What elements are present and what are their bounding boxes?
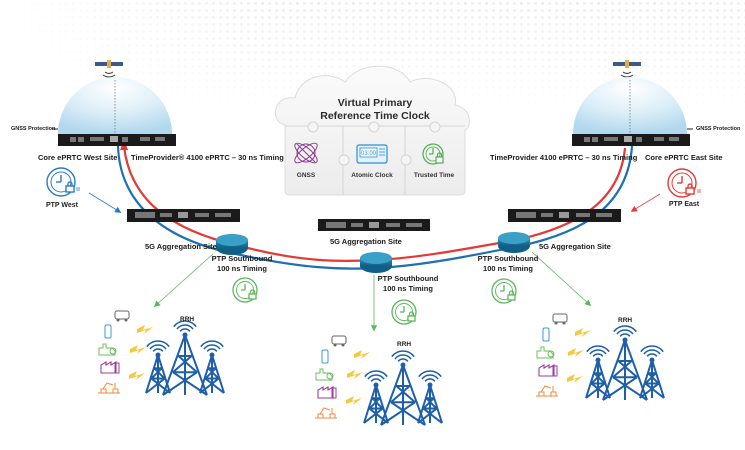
router-disc-center [360,252,392,273]
lightning-bolt-icon [354,350,370,359]
industrial-plant-icon [100,361,120,374]
ptp-east-arrow [630,193,661,212]
endpoint-icons-center [315,335,347,419]
ptp-west-arrow [88,192,122,213]
vprtc-cloud [274,65,470,196]
piece-label-trusted-time: Trusted Time [413,172,455,179]
east-device-label: TimeProvider 4100 ePRTC – 30 ns Timing [490,153,638,162]
green-arrow-east [531,251,592,307]
lightning-bolt-icon [347,370,363,379]
ptp-east-clock-lock-icon [667,168,701,198]
rrh-label-east: RRH [618,317,633,324]
robotic-arm-icon [315,407,337,419]
satellite-icon-east [613,60,641,78]
smartphone-icon [321,349,329,364]
west-device-label: TimeProvider® 4100 ePRTC – 30 ns Timing [131,153,284,162]
core-server-west [58,134,176,146]
ptp-southbound-west-line2: 100 ns Timing [217,264,267,273]
ptp-southbound-clock-lock-icon-center [391,299,417,325]
industrial-plant-icon [538,364,558,377]
gnss-protection-west: GNSS Protection [11,126,56,132]
industrial-plant-icon [317,386,337,399]
lightning-bolt-icon [130,345,146,354]
smartphone-icon [104,324,112,339]
piece-label-atomic-clock: Atomic Clock [351,172,393,179]
piece-label-gnss: GNSS [296,172,316,179]
ptp-west-label: PTP West [45,202,79,209]
core-eprtc-east-site-label: Core ePRTC East Site [645,153,723,162]
green-arrow-west [153,253,214,308]
aggregation-west-label: 5G Aggregation Site [145,242,217,251]
svg-text:03:00: 03:00 [361,151,377,157]
lightning-bolt-icon [346,396,362,405]
ptp-southbound-west: PTP Southbound 100 ns Timing [210,254,274,274]
ptp-southbound-east-line1: PTP Southbound [477,254,539,263]
gnss-protection-east: GNSS Protection [696,126,741,132]
autonomous-car-icon [114,310,130,322]
cell-tower-east [536,313,665,401]
aggregation-server-center [318,219,430,231]
aggregation-center-label: 5G Aggregation Site [330,237,402,246]
ptp-west-clock-lock-icon [46,167,80,197]
aggregation-server-east [508,209,621,222]
ptp-southbound-clock-lock-icon-west [232,277,258,303]
router-disc-east [498,232,530,253]
ptp-east-label: PTP East [668,201,700,208]
ptp-southbound-center: PTP Southbound 100 ns Timing [376,274,440,294]
lightning-bolt-icon [129,371,145,380]
ptp-southbound-center-line1: PTP Southbound [377,274,439,283]
smart-factory-icon [98,343,117,356]
gnss-dome-west [58,77,172,134]
cloud-title-line1: Virtual Primary [337,97,413,109]
cloud-title-line2: Reference Time Clock [320,110,430,122]
smartphone-icon [542,327,550,342]
lightning-bolt-icon [568,348,584,357]
rrh-label-center: RRH [397,341,412,348]
endpoint-icons-west [98,310,130,394]
router-disc-west [216,234,248,255]
robotic-arm-icon [98,382,120,394]
atomic-clock-icon: 03:00 [356,144,388,164]
smart-factory-icon [315,368,334,381]
aggregation-server-west [127,209,240,222]
ptp-southbound-west-line1: PTP Southbound [211,254,273,263]
trusted-time-clock-lock-icon [422,143,444,165]
ptp-southbound-clock-lock-icon-east [491,278,517,304]
cell-tower-center [315,335,443,426]
robotic-arm-icon [536,385,558,397]
smart-factory-icon [536,346,555,359]
ptp-southbound-east: PTP Southbound 100 ns Timing [476,254,540,274]
core-eprtc-west-site-label: Core ePRTC West Site [38,153,118,162]
endpoint-icons-east [536,313,568,397]
satellite-icon-west [95,60,123,78]
lightning-bolt-icon [575,328,591,337]
rrh-label-west: RRH [180,316,195,323]
ptp-southbound-east-line2: 100 ns Timing [483,264,533,273]
cloud-title: Virtual Primary Reference Time Clock [300,97,450,123]
ptp-southbound-center-line2: 100 ns Timing [383,284,433,293]
lightning-bolt-icon [137,325,153,334]
autonomous-car-icon [331,335,347,347]
lightning-bolt-icon [567,374,583,383]
autonomous-car-icon [552,313,568,325]
aggregation-east-label: 5G Aggregation Site [539,242,611,251]
cell-tower-west [98,310,225,396]
satellite-orbit-icon [294,142,318,164]
core-server-east [572,134,690,146]
